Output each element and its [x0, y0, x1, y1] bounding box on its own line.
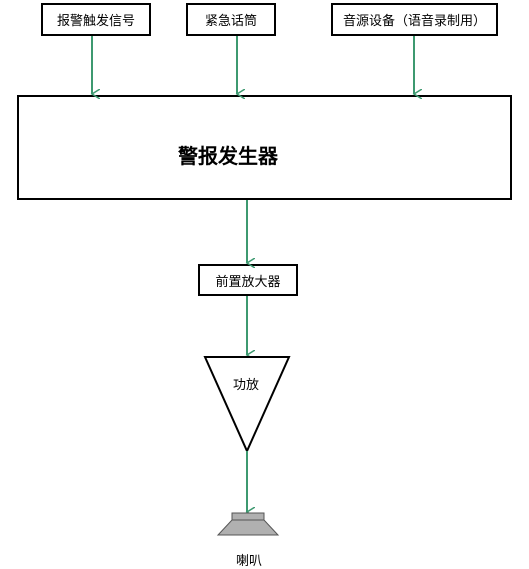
input-box-emergency-mic: 紧急话筒	[186, 3, 276, 36]
power-amp-triangle	[203, 356, 291, 454]
preamp-box: 前置放大器	[198, 264, 298, 296]
speaker-label: 喇叭	[236, 554, 263, 569]
alarm-generator-block	[17, 95, 512, 200]
power-amp-label: 功放	[233, 378, 260, 393]
input-label-emergency-mic: 紧急话筒	[204, 14, 257, 29]
input-box-audio-source: 音源设备（语音录制用）	[331, 3, 498, 36]
alarm-generator-label: 警报发生器	[178, 144, 278, 168]
input-label-audio-source: 音源设备（语音录制用）	[342, 14, 486, 29]
preamp-label: 前置放大器	[215, 274, 281, 290]
speaker-icon	[216, 512, 280, 536]
input-box-alarm-trigger: 报警触发信号	[41, 3, 151, 36]
input-label-alarm-trigger: 报警触发信号	[56, 14, 135, 29]
